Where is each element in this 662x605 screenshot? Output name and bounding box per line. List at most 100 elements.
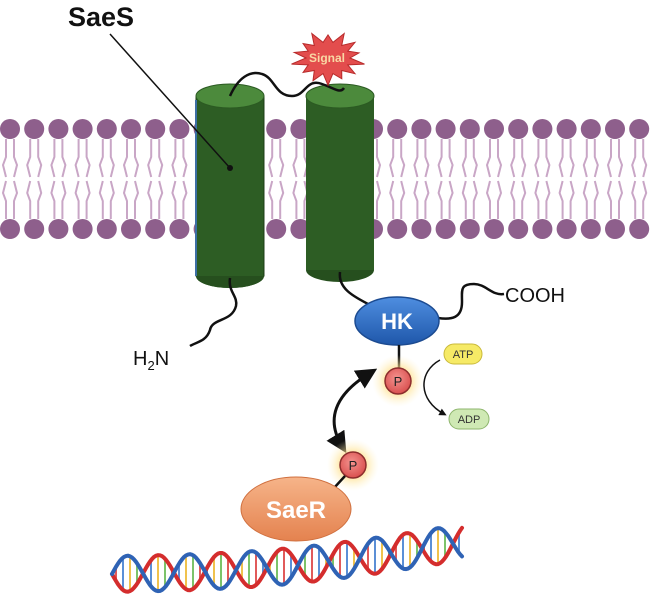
kinase-label: HK	[381, 309, 413, 334]
lipid-tail	[85, 139, 91, 178]
lipid-tail	[485, 139, 491, 178]
lipid-tail	[497, 180, 503, 219]
lipid-tail	[593, 139, 599, 178]
lipid-head	[605, 119, 625, 139]
lipid-head	[411, 219, 432, 239]
kinase-domain: HK	[354, 296, 440, 346]
lipid-head	[48, 219, 69, 239]
lipid-head	[0, 219, 20, 239]
lipid-tail	[413, 139, 419, 178]
lipid-head	[0, 119, 20, 139]
lipid-head	[387, 119, 408, 139]
lipid-head	[96, 119, 117, 139]
lipid-tail	[268, 180, 274, 219]
lipid-tail	[631, 180, 637, 219]
lipid-head	[145, 219, 166, 239]
lipid-tail	[13, 180, 19, 219]
lipid-head	[556, 219, 577, 239]
label-pointer-line	[109, 33, 231, 169]
lipid-head	[290, 119, 311, 139]
lipid-tail	[279, 139, 285, 178]
lipid-tail	[582, 180, 588, 219]
lipid-head	[411, 119, 432, 139]
lipid-tail	[26, 139, 32, 178]
phospho-label-regulator: P	[349, 458, 358, 473]
lipid-tail	[13, 139, 19, 178]
saer-regulator: SaeR	[240, 476, 352, 542]
lipid-tail	[74, 139, 80, 178]
lipid-tail	[158, 180, 164, 219]
lipid-head	[508, 219, 529, 239]
lipid-tail	[182, 180, 188, 219]
lipid-tail	[109, 139, 115, 178]
lipid-tail	[424, 180, 430, 219]
lipid-tail	[109, 180, 115, 219]
lipid-tail	[472, 139, 478, 178]
lipid-tail	[147, 180, 153, 219]
lipid-tail	[376, 180, 382, 219]
lipid-tail	[631, 139, 637, 178]
lipid-tail	[558, 139, 564, 178]
lipid-tail	[448, 139, 454, 178]
lipid-head	[629, 219, 650, 239]
lipid-tail	[642, 139, 648, 178]
lipid-tail	[400, 180, 406, 219]
signal-label: Signal	[309, 51, 345, 65]
lipid-head	[169, 119, 190, 139]
lipid-head	[145, 119, 166, 139]
lipid-tail	[37, 180, 43, 219]
lipid-tail	[437, 139, 443, 178]
lipid-tail	[389, 180, 395, 219]
lipid-tail	[400, 139, 406, 178]
lipid-tail	[279, 180, 285, 219]
transmembrane-helix-1	[195, 83, 265, 288]
lipid-head	[629, 119, 650, 139]
lipid-tail	[122, 139, 128, 178]
regulator-label: SaeR	[266, 497, 326, 524]
lipid-head	[435, 219, 456, 239]
atp-to-adp-arrow	[423, 359, 447, 416]
lipid-tail	[303, 139, 309, 178]
lipid-tail	[437, 180, 443, 219]
lipid-tail	[85, 180, 91, 219]
lipid-head	[96, 219, 117, 239]
lipid-tail	[98, 180, 104, 219]
lipid-tail	[534, 139, 540, 178]
lipid-head	[290, 219, 311, 239]
lipid-tail	[448, 180, 454, 219]
lipid-tail	[485, 180, 491, 219]
lipid-tail	[569, 139, 575, 178]
n-terminus-label: H2N	[133, 348, 169, 373]
atp-badge: ATP	[443, 343, 483, 365]
lipid-tail	[558, 180, 564, 219]
regulator-phospho-link	[333, 475, 346, 489]
lipid-tail	[582, 139, 588, 178]
lipid-tail	[122, 180, 128, 219]
extracellular-loop	[228, 71, 346, 98]
protein-label: SaeS	[68, 2, 134, 32]
lipid-head	[72, 119, 93, 139]
adp-label: ADP	[458, 414, 481, 426]
lipid-tail	[292, 180, 298, 219]
lipid-tail	[642, 180, 648, 219]
lipid-tail	[26, 180, 32, 219]
phospho-group-regulator: P	[327, 439, 379, 491]
lipid-head	[484, 119, 504, 139]
lipid-head	[169, 219, 190, 239]
lipid-tail	[303, 180, 309, 219]
lipid-tail	[50, 180, 56, 219]
lipid-tail	[461, 180, 467, 219]
lipid-tail	[61, 139, 67, 178]
lipid-head	[24, 119, 45, 139]
lipid-tail	[424, 139, 430, 178]
lipid-head	[459, 219, 480, 239]
lipid-tail	[618, 180, 624, 219]
lipid-head	[24, 219, 45, 239]
lipid-head	[532, 219, 553, 239]
lipid-tail	[292, 139, 298, 178]
lipid-tail	[510, 139, 516, 178]
dna-double-helix	[110, 525, 464, 594]
lipid-tail	[606, 139, 612, 178]
